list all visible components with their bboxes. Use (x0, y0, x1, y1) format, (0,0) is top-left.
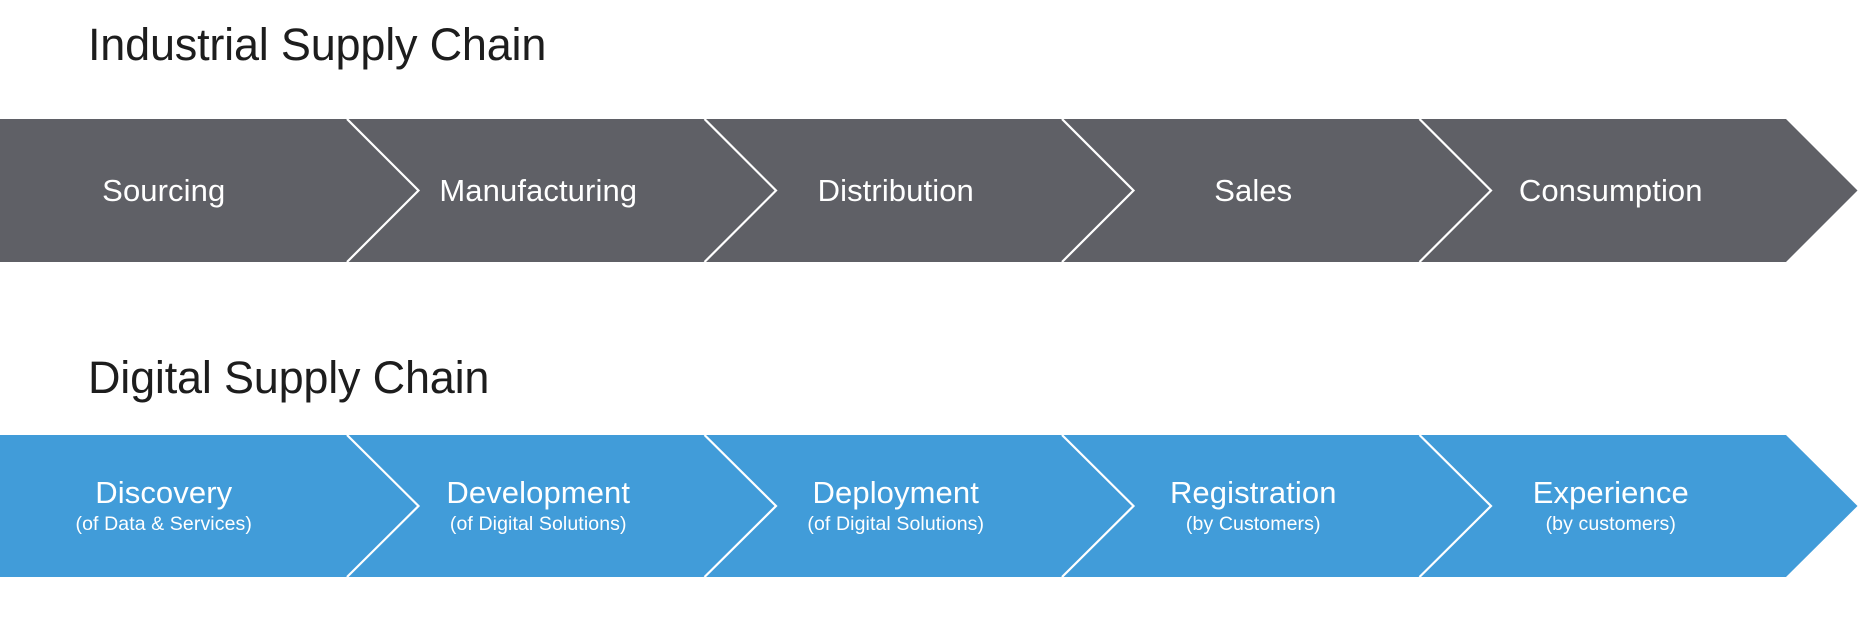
chevron-divider-8 (1418, 435, 1493, 577)
chevron-divider-4 (1418, 119, 1493, 262)
chevron-divider-7 (1061, 435, 1136, 577)
digital-chevron-dividers (346, 435, 1493, 577)
chevron-divider-1 (346, 119, 421, 262)
digital-band-fill (0, 435, 1858, 577)
industrial-band-fill (0, 119, 1858, 262)
chevron-divider-6 (703, 435, 778, 577)
digital-band-shape (0, 435, 1858, 577)
digital-supply-chain-title: Digital Supply Chain (88, 352, 490, 403)
chevron-divider-5 (346, 435, 421, 577)
industrial-chevron-dividers (346, 119, 1493, 262)
chevron-divider-3 (1061, 119, 1136, 262)
industrial-supply-chain-title: Industrial Supply Chain (88, 19, 547, 70)
digital-chevron-band: Discovery (of Data & Services) Developme… (0, 435, 1858, 577)
industrial-chevron-band: Sourcing Manufacturing Distribution Sale… (0, 119, 1858, 262)
chevron-divider-2 (703, 119, 778, 262)
industrial-band-shape (0, 119, 1858, 262)
